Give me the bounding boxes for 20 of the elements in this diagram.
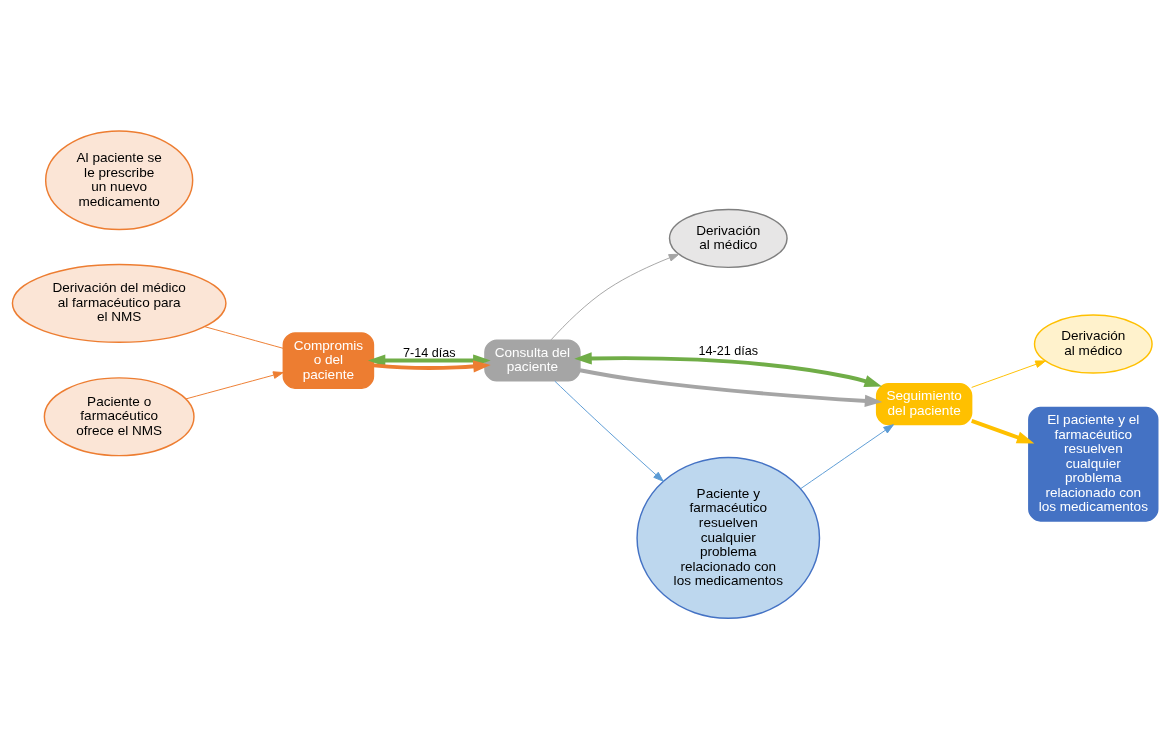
node-box: El paciente y el farmacéutico resuelven cualquier problema relacionado con los medicamentos [1028,406,1159,522]
arrow [971,419,1035,444]
node-ellipse: Derivación del médico al farmacéutico para el NMS [11,263,227,343]
arrow [373,360,491,373]
node-box: Seguimiento del paciente [875,383,973,426]
node-box: Compromis o del paciente [282,332,375,389]
arrow [574,352,882,388]
arrow [579,368,883,408]
node-box: Consulta del paciente [484,339,581,382]
connector [204,326,284,349]
node-ellipse: Al paciente se le prescribe un nuevo medicamento [44,130,194,231]
edge-label: 14-21 días [698,344,759,359]
arrow [971,360,1046,388]
arrow [185,371,284,400]
arrow [554,380,664,482]
arrow [550,253,680,341]
edge-label: 7-14 días [402,346,456,361]
node-ellipse: Paciente o farmacéutico ofrece el NMS [43,377,195,457]
node-ellipse: Paciente y farmacéutico resuelven cualquier problema relacionado con los medicamentos [636,456,821,620]
arrow [800,424,894,490]
